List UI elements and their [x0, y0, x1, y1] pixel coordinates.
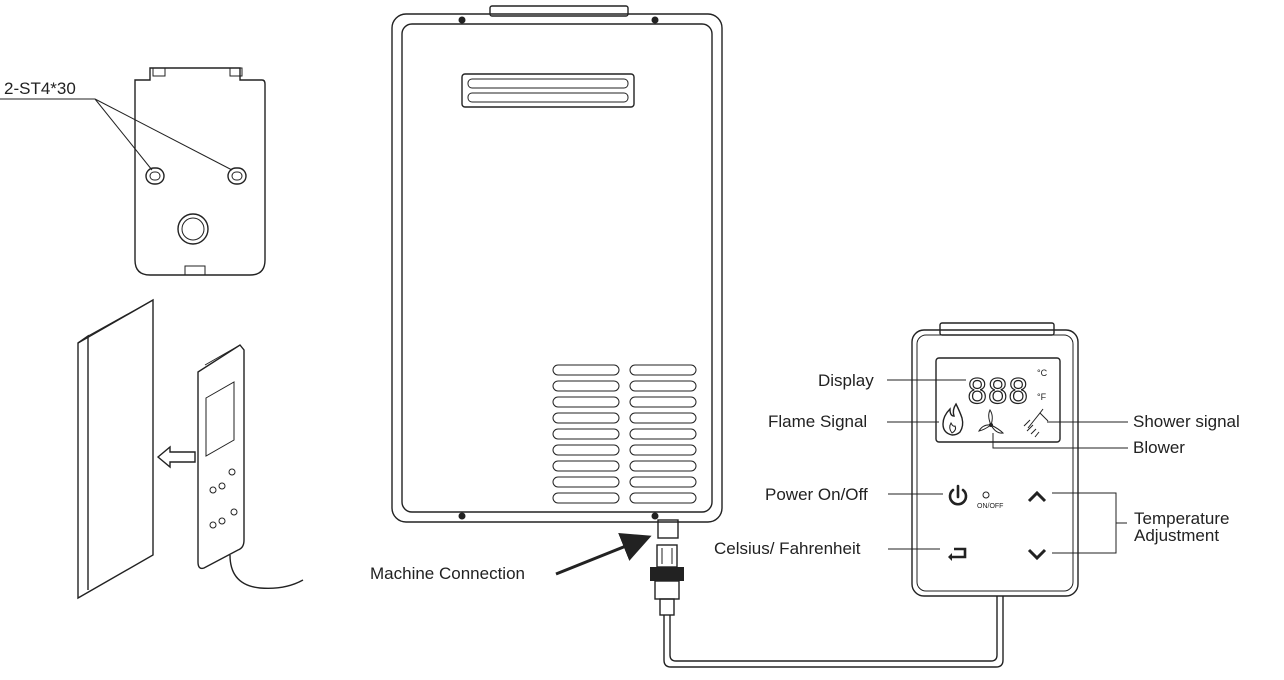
mounting-bracket	[134, 67, 266, 276]
vent-slot	[629, 460, 697, 472]
vent-slot	[552, 444, 620, 456]
shower-signal-label: Shower signal	[1133, 412, 1240, 431]
machine-connection-callout: Machine Connection	[370, 532, 652, 583]
vent-slot	[552, 364, 620, 376]
power-label: Power On/Off	[765, 485, 868, 504]
flame-signal-label: Flame Signal	[768, 412, 867, 431]
onoff-caption: ON/OFF	[977, 503, 1003, 510]
vent-slots-left	[552, 364, 620, 504]
vent-slot	[552, 460, 620, 472]
wall	[77, 298, 154, 600]
cable-connector	[650, 544, 1004, 668]
wall-mounted-controller	[197, 344, 304, 590]
mount-direction-arrow	[156, 445, 196, 469]
segment-digits: 888	[967, 372, 1028, 412]
vent-slot	[552, 428, 620, 440]
water-heater	[391, 5, 723, 539]
vent-slot	[629, 364, 697, 376]
vent-slot	[552, 380, 620, 392]
vent-slot	[629, 412, 697, 424]
panel-callouts: Display Flame Signal Shower signal Blowe…	[714, 371, 1240, 558]
temperature-label-line1: Temperature	[1134, 509, 1229, 528]
unit-toggle-button[interactable]	[948, 547, 967, 561]
machine-connection-label: Machine Connection	[370, 564, 525, 583]
vent-slot	[552, 492, 620, 504]
unit-toggle-label: Celsius/ Fahrenheit	[714, 539, 861, 558]
temperature-label-line2: Adjustment	[1134, 526, 1219, 545]
blower-icon	[978, 409, 1005, 434]
vent-slots-right	[629, 364, 697, 504]
vent-slot	[629, 428, 697, 440]
vent-slot	[629, 444, 697, 456]
power-button[interactable]	[948, 484, 968, 506]
screw-spec-label: 2-ST4*30	[4, 79, 76, 98]
lcd-display	[935, 357, 1061, 443]
control-panel: 888 °C °F ON/OFF	[911, 322, 1079, 597]
vent-slot	[629, 476, 697, 488]
blower-label: Blower	[1133, 438, 1185, 457]
vent-slot	[629, 396, 697, 408]
vent-slot	[629, 380, 697, 392]
unit-fahrenheit: °F	[1037, 392, 1047, 402]
vent-slot	[552, 476, 620, 488]
vent-slot	[552, 396, 620, 408]
unit-celsius: °C	[1037, 368, 1048, 378]
shower-icon	[1023, 408, 1049, 438]
display-label: Display	[818, 371, 874, 390]
vent-slot	[552, 412, 620, 424]
temp-down-button[interactable]	[1027, 548, 1047, 561]
flame-icon	[942, 402, 964, 436]
vent-slot	[629, 492, 697, 504]
temp-up-button[interactable]	[1027, 490, 1047, 503]
power-indicator-led	[982, 491, 990, 499]
screw-callout: 2-ST4*30	[0, 79, 233, 171]
